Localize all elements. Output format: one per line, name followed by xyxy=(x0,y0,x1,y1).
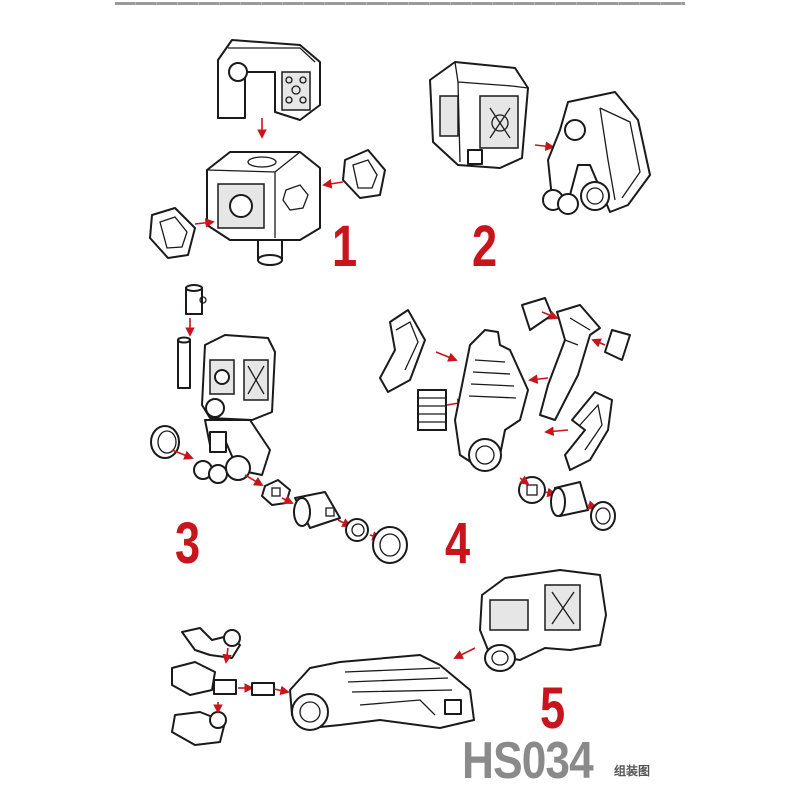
step-number-1: 1 xyxy=(332,214,358,279)
step4-vent-piece xyxy=(417,389,447,431)
step5-parts xyxy=(171,569,607,746)
step4-cap xyxy=(590,501,616,531)
step3-parts xyxy=(150,284,408,564)
step3-rod xyxy=(177,336,191,389)
step4-main-arm xyxy=(454,329,529,472)
step5-head-block xyxy=(479,569,607,672)
step2-head-block xyxy=(429,61,529,169)
step5-small-joint-bottom xyxy=(171,711,227,746)
step5-small-joint-top xyxy=(181,627,241,659)
model-code: HS034 xyxy=(462,732,594,790)
step4-left-plate xyxy=(379,309,426,393)
step4-right-plate xyxy=(604,329,631,361)
step-number-4: 4 xyxy=(445,511,471,576)
model-subtitle: 组装图 xyxy=(614,764,651,778)
step2-arm-frame xyxy=(542,91,651,215)
step1-top-bracket xyxy=(217,39,321,121)
step3-peg xyxy=(185,284,207,315)
step1-parts xyxy=(149,39,386,266)
step1-left-plate xyxy=(149,207,196,259)
step5-long-arm xyxy=(289,654,475,731)
step-number-5: 5 xyxy=(540,676,566,741)
top-border-rule xyxy=(115,2,685,5)
step3-ring-left xyxy=(150,425,180,459)
step3-end-ring xyxy=(372,526,408,564)
step3-cylinder xyxy=(293,491,341,529)
step4-long-arm xyxy=(539,304,601,421)
step1-right-plate xyxy=(342,149,386,199)
step5-pin xyxy=(251,682,275,696)
step2-parts xyxy=(429,61,651,215)
step-number-3: 3 xyxy=(175,511,201,576)
step3-small-ring xyxy=(345,518,369,542)
step1-main-block xyxy=(206,151,321,266)
step4-cylinder xyxy=(550,481,589,517)
step5-small-joint-mid xyxy=(171,661,237,696)
step-number-2: 2 xyxy=(472,214,498,279)
step3-washer xyxy=(261,479,291,506)
step4-lower-plate xyxy=(564,391,613,471)
step4-parts xyxy=(379,297,631,531)
step3-assembly xyxy=(193,334,276,484)
